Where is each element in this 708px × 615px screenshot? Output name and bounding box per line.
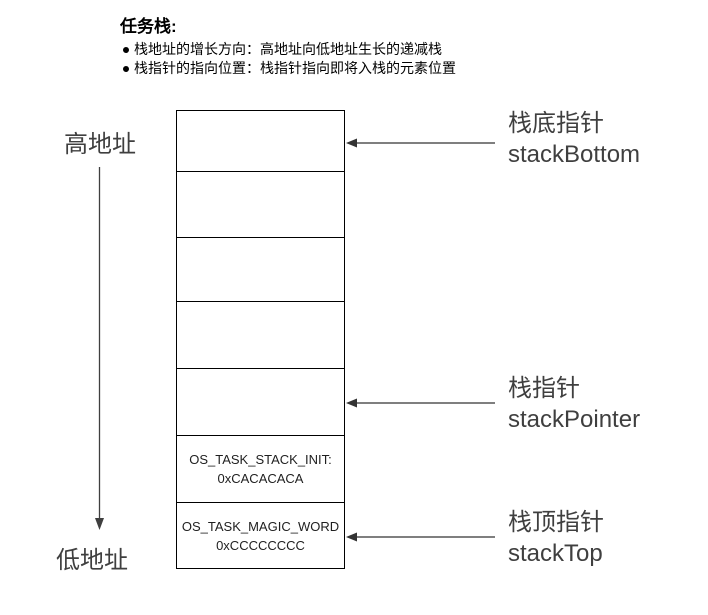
stack-bottom-label-zh: 栈底指针 <box>508 110 604 137</box>
bullet-item-pointer-position: 栈指针的指向位置：栈指针指向即将入栈的元素位置 <box>123 59 456 78</box>
diagram-title: 任务栈: <box>120 17 177 36</box>
stack-bottom-arrow-icon <box>346 138 495 148</box>
stack-top-label-zh: 栈顶指针 <box>508 509 604 536</box>
magic-word-label: OS_TASK_MAGIC_WORD <box>181 518 340 534</box>
stack-cell-stack-init: OS_TASK_STACK_INIT: 0xCACACACA <box>177 436 344 503</box>
stack-init-value: 0xCACACACA <box>217 471 304 486</box>
stack-cell-4 <box>177 302 344 369</box>
stack-pointer-label: 栈指针 stackPointer <box>508 373 640 435</box>
stack-cell-2 <box>177 172 344 238</box>
bullet-icon <box>123 47 129 53</box>
stack-cell-5 <box>177 369 344 436</box>
magic-word-value: 0xCCCCCCCC <box>216 537 305 553</box>
stack-top-arrow-icon <box>346 532 495 542</box>
high-address-label: 高地址 <box>64 131 136 158</box>
bullet-text-growth-direction: 栈地址的增长方向：高地址向低地址生长的递减栈 <box>134 41 442 57</box>
bullet-text-pointer-position: 栈指针的指向位置：栈指针指向即将入栈的元素位置 <box>134 60 456 76</box>
bullet-icon <box>123 66 129 72</box>
stack-cell-1 <box>177 111 344 172</box>
stack-bottom-label-en: stackBottom <box>508 141 641 168</box>
bullet-item-growth-direction: 栈地址的增长方向：高地址向低地址生长的递减栈 <box>123 40 456 59</box>
stack-top-label: 栈顶指针 stackTop <box>508 507 604 569</box>
stack-bottom-label: 栈底指针 stackBottom <box>508 108 640 170</box>
stack-box: OS_TASK_STACK_INIT: 0xCACACACA OS_TASK_M… <box>176 110 345 569</box>
header: 任务栈: 栈地址的增长方向：高地址向低地址生长的递减栈 栈指针的指向位置：栈指针… <box>120 15 456 78</box>
stack-top-label-en: stackTop <box>508 540 603 567</box>
address-direction-arrow-icon <box>95 167 104 530</box>
stack-init-label: OS_TASK_STACK_INIT: <box>189 452 332 467</box>
stack-pointer-label-en: stackPointer <box>508 406 641 433</box>
low-address-label: 低地址 <box>56 547 128 574</box>
stack-pointer-label-zh: 栈指针 <box>508 375 580 402</box>
stack-cell-magic-word: OS_TASK_MAGIC_WORD 0xCCCCCCCC <box>177 503 344 568</box>
stack-pointer-arrow-icon <box>346 398 495 408</box>
bullet-list: 栈地址的增长方向：高地址向低地址生长的递减栈 栈指针的指向位置：栈指针指向即将入… <box>123 40 456 78</box>
stack-cell-3 <box>177 238 344 302</box>
